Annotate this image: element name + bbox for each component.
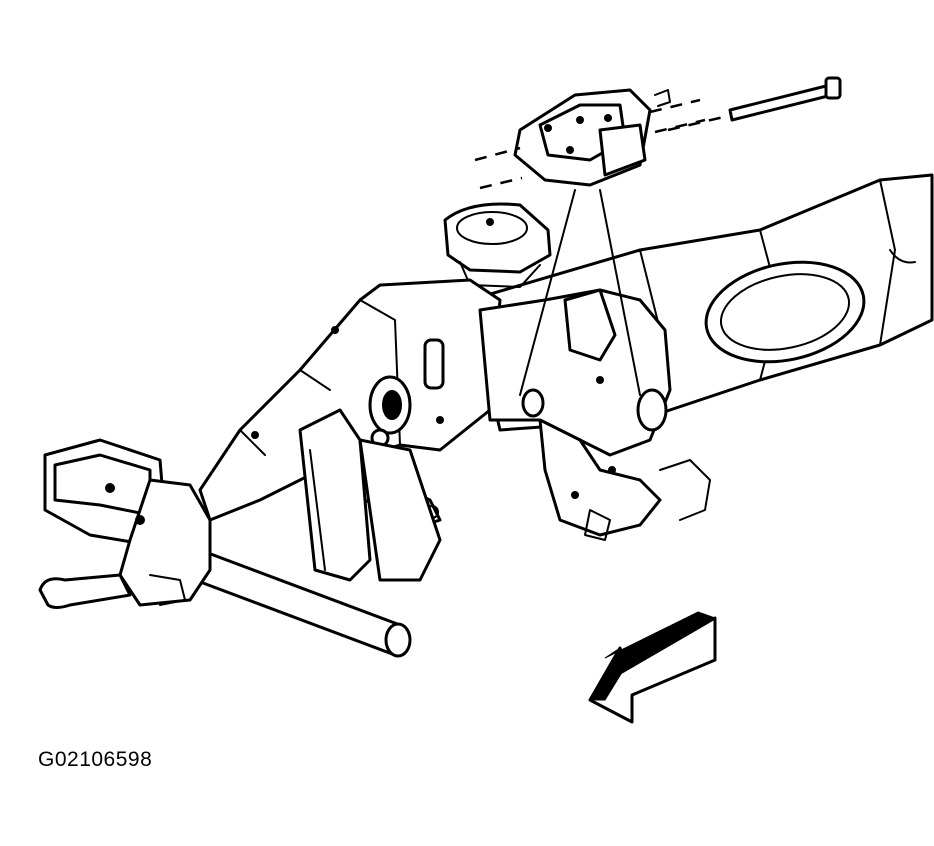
right-support-bracket: [478, 288, 711, 541]
lower-link: [298, 408, 442, 582]
installation-guide-lines: [474, 98, 729, 190]
center-bushing: [368, 375, 412, 448]
figure-id-label: G02106598: [38, 748, 153, 771]
leader-lines: [519, 189, 641, 396]
floating-engine-mount: [513, 88, 671, 187]
front-direction-arrow-icon: [588, 611, 717, 724]
upper-mount-pad: [443, 202, 552, 288]
mounting-bolt: [728, 76, 842, 122]
left-mount-block: [38, 438, 212, 609]
